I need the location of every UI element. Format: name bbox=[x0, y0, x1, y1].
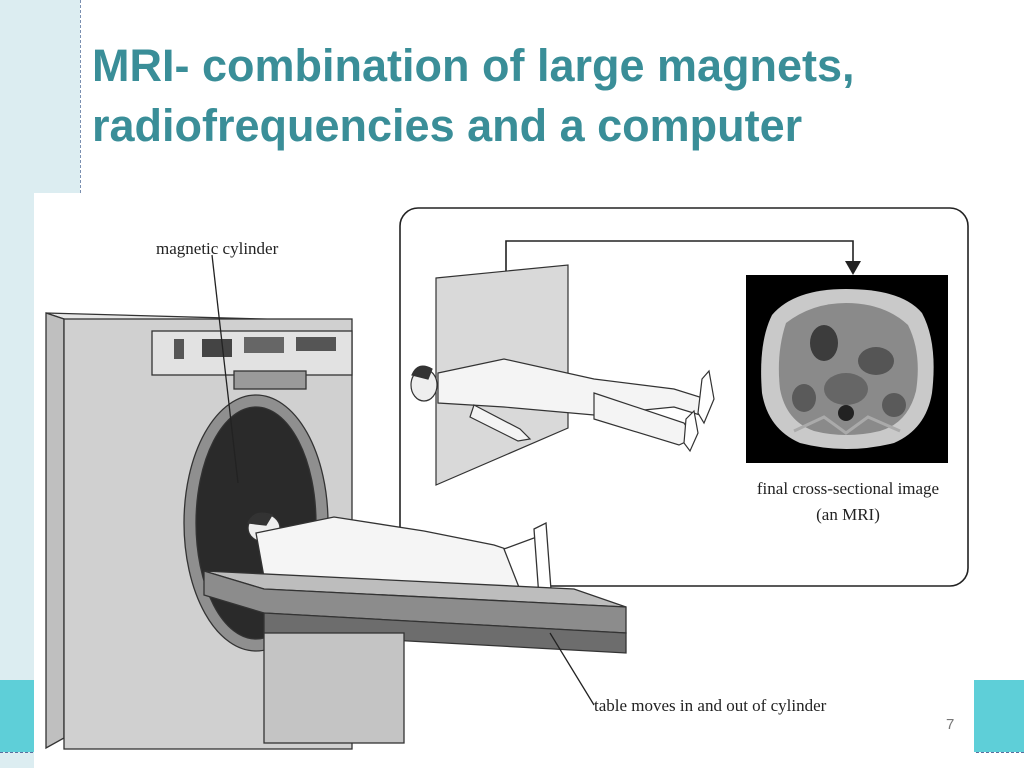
mri-scan-image bbox=[761, 289, 934, 449]
inset-patient bbox=[410, 358, 715, 453]
scanner-table bbox=[203, 570, 627, 744]
pointer-cylinder bbox=[211, 254, 239, 484]
label-final-image-line1: final cross-sectional image bbox=[757, 479, 939, 498]
bottom-left-accent bbox=[0, 680, 40, 752]
slide-title: MRI- combination of large magnets, radio… bbox=[92, 36, 992, 156]
bottom-right-accent bbox=[974, 680, 1024, 752]
mri-illustration: magnetic cylinder final cross-sectional … bbox=[34, 193, 974, 768]
mri-diagram-svg: magnetic cylinder final cross-sectional … bbox=[45, 207, 969, 750]
label-table-moves: table moves in and out of cylinder bbox=[594, 696, 827, 715]
title-line-2: radiofrequencies and a computer bbox=[92, 100, 803, 151]
label-magnetic-cylinder: magnetic cylinder bbox=[156, 239, 279, 258]
connector-line bbox=[505, 240, 854, 271]
page-number: 7 bbox=[946, 716, 955, 733]
arrow-head-icon bbox=[845, 261, 861, 275]
pointer-table bbox=[549, 632, 595, 706]
title-line-1: MRI- combination of large magnets, bbox=[92, 40, 855, 91]
label-final-image-line2: (an MRI) bbox=[816, 505, 880, 524]
